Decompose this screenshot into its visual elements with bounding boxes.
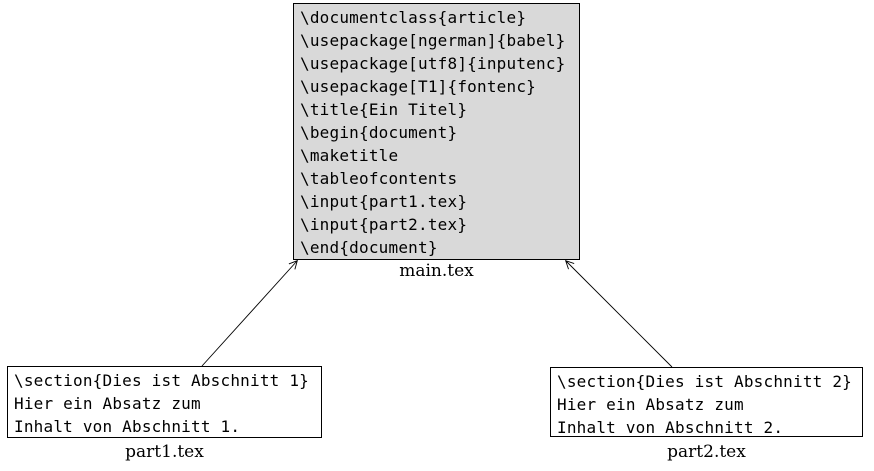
- code-line: \begin{document}: [300, 123, 458, 142]
- main-tex-code: \documentclass{article} \usepackage[ngerm…: [294, 4, 579, 259]
- arrow-part2-to-main: [566, 261, 673, 368]
- code-line: \usepackage[T1]{fontenc}: [300, 77, 536, 96]
- part1-tex-label: part1.tex: [125, 442, 204, 462]
- arrow-part1-to-main: [201, 261, 297, 367]
- code-line: \end{document}: [300, 238, 438, 257]
- code-line: Hier ein Absatz zum: [14, 394, 201, 413]
- code-line: \documentclass{article}: [300, 8, 527, 27]
- code-line: \usepackage[utf8]{inputenc}: [300, 54, 566, 73]
- part2-tex-label: part2.tex: [667, 442, 746, 462]
- code-line: Inhalt von Abschnitt 1.: [14, 417, 241, 436]
- part1-tex-code: \section{Dies ist Abschnitt 1} Hier ein A…: [8, 367, 321, 438]
- code-line: \usepackage[ngerman]{babel}: [300, 31, 566, 50]
- code-line: \tableofcontents: [300, 169, 458, 188]
- code-line: Hier ein Absatz zum: [557, 395, 744, 414]
- code-line: \input{part2.tex}: [300, 215, 468, 234]
- part2-tex-code: \section{Dies ist Abschnitt 2} Hier ein A…: [551, 368, 862, 439]
- code-line: \maketitle: [300, 146, 399, 165]
- code-line: \section{Dies ist Abschnitt 1}: [14, 371, 309, 390]
- main-tex-label: main.tex: [399, 261, 474, 281]
- part1-tex-node: \section{Dies ist Abschnitt 1} Hier ein A…: [7, 366, 322, 438]
- code-line: Inhalt von Abschnitt 2.: [557, 418, 784, 437]
- code-line: \input{part1.tex}: [300, 192, 468, 211]
- main-tex-node: \documentclass{article} \usepackage[ngerm…: [293, 3, 580, 260]
- part2-tex-node: \section{Dies ist Abschnitt 2} Hier ein A…: [550, 367, 863, 437]
- code-line: \section{Dies ist Abschnitt 2}: [557, 372, 852, 391]
- code-line: \title{Ein Titel}: [300, 100, 468, 119]
